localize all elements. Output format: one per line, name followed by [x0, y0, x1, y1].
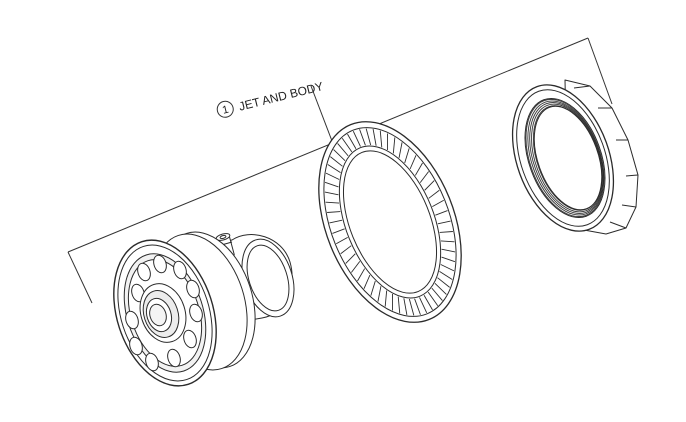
grille-rib — [325, 172, 340, 180]
grille-rib — [428, 189, 440, 199]
grille-rib — [363, 274, 371, 289]
grille-rib — [441, 256, 456, 263]
grille-rib — [370, 280, 376, 296]
grille-rib — [377, 286, 382, 302]
grille-rib — [327, 211, 341, 213]
grille-rib — [357, 268, 366, 282]
grille-rib — [440, 264, 455, 272]
grille-rib — [345, 253, 356, 264]
grille-rib — [419, 297, 428, 314]
grille-rib — [336, 236, 348, 245]
grille-rib — [330, 156, 343, 167]
grille-rib — [397, 296, 401, 314]
grille-rib — [398, 142, 403, 158]
grille-rib — [392, 137, 396, 154]
grille-rib — [440, 240, 455, 243]
grille-rib — [352, 130, 361, 147]
grille-rib — [341, 137, 353, 153]
grille-rib — [435, 210, 448, 216]
grille-rib — [409, 155, 417, 170]
grille-rib — [351, 261, 361, 273]
grille-rib — [337, 143, 349, 157]
thread-line — [527, 100, 604, 216]
grille-ribs — [324, 128, 456, 316]
grille-rib — [432, 199, 444, 208]
callout-label: 1 JET AND BODY — [216, 79, 325, 118]
grille-rib — [414, 162, 423, 176]
grille-rib — [408, 298, 415, 316]
grille-rib — [414, 298, 421, 315]
grille-ring-icon — [318, 121, 462, 323]
grille-rib — [332, 228, 345, 234]
grille-rib — [431, 287, 443, 301]
grille-rib — [324, 191, 339, 196]
item-number: 1 — [221, 104, 230, 117]
grille-rib — [347, 133, 357, 149]
grille-rib — [434, 282, 447, 295]
grille-rib — [427, 291, 439, 307]
callout-title: JET AND BODY — [237, 79, 324, 114]
grille-rib — [324, 181, 339, 188]
threaded-nut-icon — [511, 79, 639, 235]
jet-assembly-icon — [113, 231, 295, 387]
grille-rib — [372, 128, 377, 146]
grille-rib — [359, 129, 366, 146]
grille-rib — [365, 128, 372, 146]
grille-rib — [439, 231, 453, 233]
grille-rib — [437, 220, 451, 225]
grille-rib — [423, 295, 433, 311]
grille-rib — [437, 277, 450, 288]
grille-rib — [327, 164, 341, 173]
grille-rib — [419, 171, 429, 183]
grille-rib — [333, 149, 346, 162]
grille-rib — [404, 148, 410, 164]
grille-rib — [384, 290, 388, 307]
thread-line — [525, 99, 605, 217]
grille-rib — [441, 248, 456, 253]
grille-rib — [379, 130, 383, 148]
grille-rib — [403, 298, 408, 316]
item-number-circle — [216, 100, 234, 118]
grille-rib — [439, 271, 453, 280]
grille-rib — [329, 219, 343, 224]
grille-rib — [325, 201, 340, 204]
grille-rib — [340, 245, 352, 255]
thread-line — [529, 102, 604, 214]
grille-rib — [424, 180, 435, 191]
